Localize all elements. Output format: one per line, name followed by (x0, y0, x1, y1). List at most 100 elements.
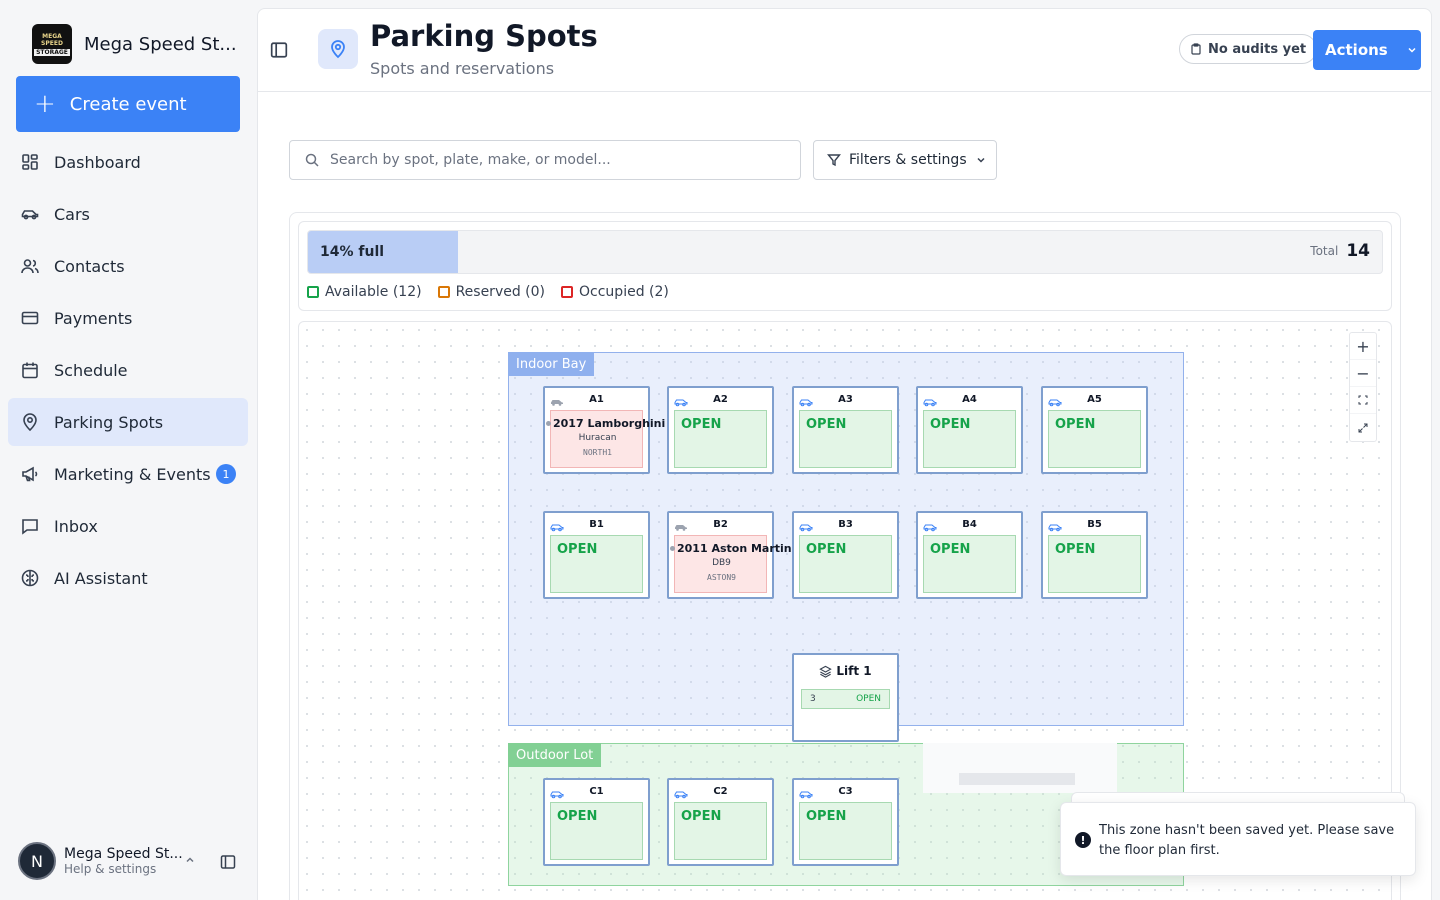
spot-status: OPEN (806, 542, 847, 557)
car-plate: NORTH1 (583, 448, 612, 457)
chevron-down-icon (1408, 47, 1416, 53)
status-legend: Available (12) Reserved (0) Occupied (2) (307, 284, 669, 300)
sidebar-toggle-icon[interactable] (270, 41, 288, 59)
car-icon (550, 517, 566, 532)
brand[interactable]: MEGA SPEED STORAGE Mega Speed St... (32, 24, 237, 64)
car-year-make: 2011 Aston Martin (677, 542, 792, 555)
spot-status: OPEN (1055, 417, 1096, 432)
available-swatch (307, 286, 319, 298)
spot-b2[interactable]: B2 2011 Aston Martin DB9 ASTON9 (667, 511, 792, 599)
main-panel: Parking Spots Spots and reservations No … (257, 8, 1432, 900)
actions-button[interactable]: Actions (1313, 30, 1421, 70)
sidebar-item-parking-spots[interactable]: Parking Spots (8, 398, 248, 446)
legend-available[interactable]: Available (12) (307, 284, 422, 300)
page-subtitle: Spots and reservations (370, 59, 555, 78)
spot-c3[interactable]: C3 OPEN (792, 778, 899, 866)
sidebar-item-cars[interactable]: Cars (8, 190, 248, 238)
occupancy-label: 14% full (320, 244, 385, 260)
actions-label: Actions (1325, 41, 1388, 59)
zoom-controls: + − (1349, 332, 1377, 442)
car-icon (550, 784, 566, 799)
sidebar-item-label: AI Assistant (54, 568, 148, 588)
occupancy-bar: 14% full Total 14 (307, 230, 1383, 274)
spot-open: OPEN (799, 410, 892, 468)
search-input[interactable] (330, 152, 770, 168)
filters-label: Filters & settings (849, 152, 967, 168)
car-icon (1048, 392, 1064, 407)
zone-label: Indoor Bay (508, 352, 595, 376)
map-pin-icon (20, 412, 40, 432)
legend-occupied[interactable]: Occupied (2) (561, 284, 669, 300)
lift-label: Lift 1 (836, 664, 872, 678)
car-model: Huracan (578, 433, 617, 443)
spot-open: OPEN (1048, 410, 1141, 468)
spot-a5[interactable]: A5 OPEN (1041, 386, 1148, 474)
sidebar-item-payments[interactable]: Payments (8, 294, 248, 342)
car-icon (674, 784, 690, 799)
status-dot (670, 546, 675, 551)
spot-a2[interactable]: A2 OPEN (667, 386, 774, 474)
sidebar-item-marketing-events[interactable]: Marketing & Events 1 (8, 450, 248, 498)
car-icon (923, 392, 939, 407)
sidebar-item-ai-assistant[interactable]: AI Assistant (8, 554, 248, 602)
spot-a4[interactable]: A4 OPEN (916, 386, 1023, 474)
dashboard-icon (20, 152, 40, 172)
sidebar-item-contacts[interactable]: Contacts (8, 242, 248, 290)
lift-1[interactable]: Lift 1 3 OPEN (792, 653, 899, 742)
filter-icon (827, 154, 841, 167)
lift-slot[interactable]: 3 OPEN (801, 689, 890, 709)
logo-text-top: MEGA SPEED (41, 32, 63, 47)
zoom-out-button[interactable]: − (1350, 360, 1376, 387)
sidebar-nav: Dashboard Cars Contacts Payments Schedul… (8, 138, 248, 606)
user-menu[interactable]: N Mega Speed St... Help & settings (18, 842, 246, 880)
zoom-in-button[interactable]: + (1350, 333, 1376, 360)
spot-label: B1 (589, 519, 604, 530)
spot-status: OPEN (557, 542, 598, 557)
spot-status: OPEN (806, 417, 847, 432)
spot-b1[interactable]: B1 OPEN (543, 511, 650, 599)
sidebar-item-label: Inbox (54, 516, 98, 536)
total-count: Total 14 (1310, 241, 1370, 261)
user-subtitle: Help & settings (64, 862, 157, 876)
spot-a1[interactable]: A1 2017 Lamborghini Huracan NORTH1 (543, 386, 665, 474)
toast-notification[interactable]: ! This zone hasn't been saved yet. Pleas… (1060, 802, 1416, 876)
fit-view-button[interactable] (1350, 387, 1376, 414)
filters-button[interactable]: Filters & settings (813, 140, 997, 180)
spot-occupied: 2017 Lamborghini Huracan NORTH1 (546, 410, 665, 468)
sidebar-item-schedule[interactable]: Schedule (8, 346, 248, 394)
create-event-button[interactable]: + Create event (16, 76, 240, 132)
chevron-up-icon[interactable] (184, 854, 196, 869)
floor-plan-canvas[interactable]: Indoor Bay Outdoor Lot A1 2017 Lamborghi… (298, 321, 1392, 900)
spot-c1[interactable]: C1 OPEN (543, 778, 650, 866)
spot-a3[interactable]: A3 OPEN (792, 386, 899, 474)
spot-b3[interactable]: B3 OPEN (792, 511, 899, 599)
fit-view-icon (1358, 395, 1368, 405)
sidebar-item-label: Marketing & Events (54, 464, 211, 484)
sidebar-item-inbox[interactable]: Inbox (8, 502, 248, 550)
chevron-down-icon (977, 157, 985, 163)
panel-toggle-icon[interactable] (220, 854, 236, 874)
legend-reserved[interactable]: Reserved (0) (437, 284, 545, 300)
spot-b5[interactable]: B5 OPEN (1041, 511, 1148, 599)
spot-c2[interactable]: C2 OPEN (667, 778, 774, 866)
spot-open: OPEN (550, 535, 643, 593)
page-title: Parking Spots (370, 19, 598, 53)
sidebar-item-label: Cars (54, 204, 90, 224)
car-icon (674, 392, 690, 407)
spot-label: C1 (589, 786, 604, 797)
fullscreen-button[interactable] (1350, 414, 1376, 441)
expand-icon (1358, 423, 1368, 432)
sidebar-item-dashboard[interactable]: Dashboard (8, 138, 248, 186)
spot-open: OPEN (550, 802, 643, 860)
spot-label: A1 (589, 394, 604, 405)
spot-b4[interactable]: B4 OPEN (916, 511, 1023, 599)
spot-label: B4 (962, 519, 977, 530)
search-box[interactable] (289, 140, 801, 180)
layers-icon (819, 665, 833, 678)
spot-open: OPEN (674, 410, 767, 468)
car-plate: ASTON9 (707, 573, 736, 582)
sidebar: MEGA SPEED STORAGE Mega Speed St... + Cr… (0, 0, 256, 900)
audits-badge[interactable]: No audits yet (1179, 34, 1318, 64)
sidebar-item-label: Dashboard (54, 152, 141, 172)
spot-status: OPEN (681, 417, 722, 432)
